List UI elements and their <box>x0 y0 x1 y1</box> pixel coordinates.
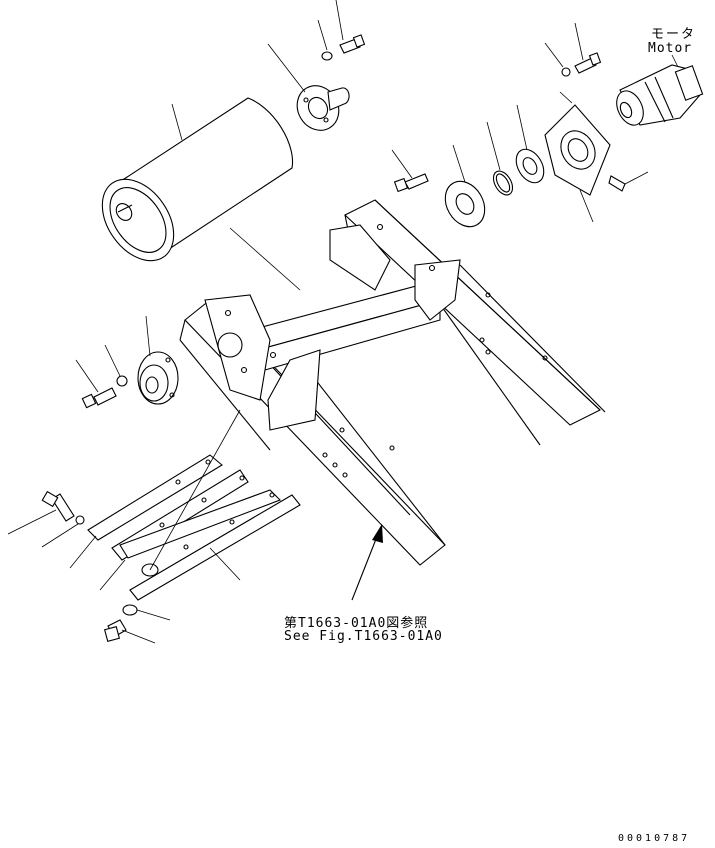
figure-reference-english: See Fig.T1663-01A0 <box>284 629 443 644</box>
left-bearing-unit <box>75 315 179 409</box>
loose-hardware <box>7 490 171 644</box>
motor-label-japanese: モータ <box>651 27 697 42</box>
drum-roller <box>101 97 301 291</box>
guard-plates <box>87 409 301 601</box>
motor-label-english: Motor <box>648 41 693 56</box>
shaft-flange <box>267 0 366 131</box>
conveyor-frame <box>179 199 606 566</box>
document-number: 00010787 <box>618 833 691 844</box>
reference-arrow <box>351 524 383 601</box>
right-bearing-stack <box>391 22 649 228</box>
motor <box>616 54 704 126</box>
figure-reference-japanese: 第T1663-01A0図参照 <box>284 616 429 631</box>
